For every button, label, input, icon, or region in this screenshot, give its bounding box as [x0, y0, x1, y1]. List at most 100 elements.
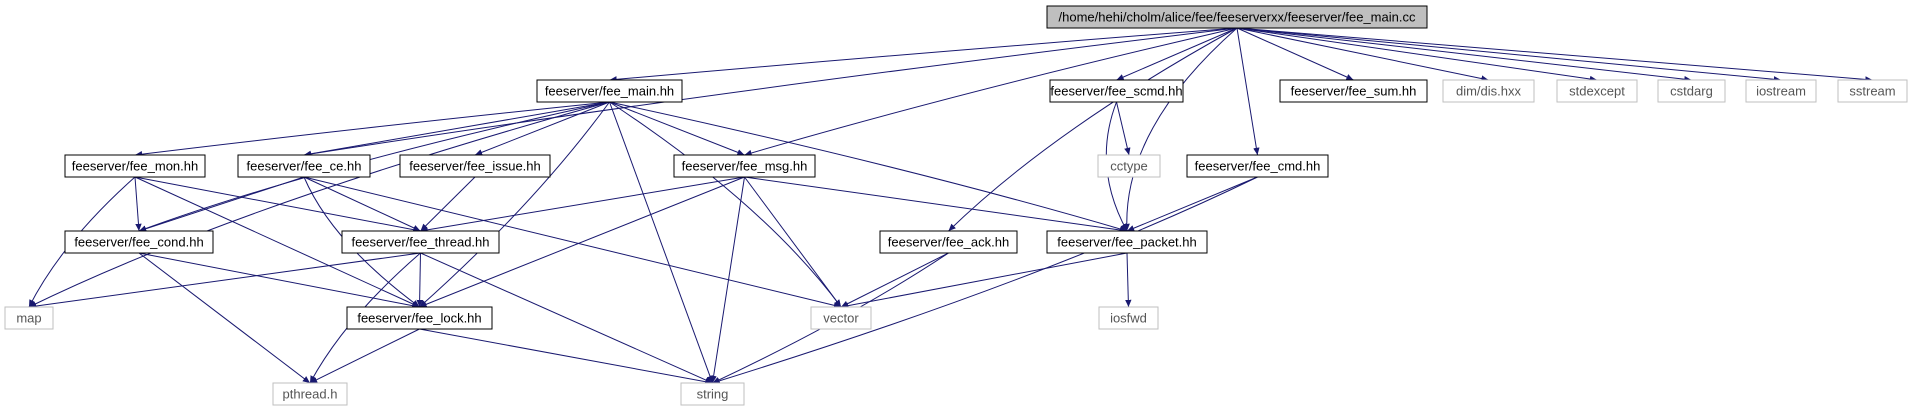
node-main_hh[interactable]: feeserver/fee_main.hh — [536, 79, 683, 103]
node-box-cstdarg — [1657, 79, 1726, 103]
node-label-cctype: cctype — [1110, 159, 1148, 174]
node-box-packet — [1046, 230, 1208, 254]
edge-root-to-dis — [1236, 27, 1489, 82]
node-box-scmd — [1049, 79, 1184, 103]
edge-ce-to-vector — [303, 176, 842, 309]
edge-cmd-to-packet — [1126, 176, 1258, 232]
node-iosfwd: iosfwd — [1098, 306, 1159, 330]
node-label-root: /home/hehi/cholm/alice/fee/feeserverxx/f… — [1059, 10, 1416, 25]
node-box-msg — [673, 154, 816, 178]
node-box-sstream — [1837, 79, 1908, 103]
edge-thread-to-string — [420, 252, 713, 384]
node-box-map — [4, 306, 54, 330]
node-box-mon — [64, 154, 206, 178]
node-box-ce — [237, 154, 371, 178]
node-packet[interactable]: feeserver/fee_packet.hh — [1046, 230, 1208, 254]
edge-root-to-cstdarg — [1236, 27, 1692, 83]
node-label-msg: feeserver/fee_msg.hh — [682, 159, 808, 174]
node-thread[interactable]: feeserver/fee_thread.hh — [341, 230, 500, 254]
node-lock[interactable]: feeserver/fee_lock.hh — [346, 306, 493, 330]
node-label-iosfwd: iosfwd — [1110, 311, 1147, 326]
edge-root-to-packet — [1123, 27, 1238, 232]
node-box-cond — [64, 230, 214, 254]
node-box-string — [680, 382, 745, 406]
node-box-ack — [879, 230, 1018, 254]
node-msg[interactable]: feeserver/fee_msg.hh — [673, 154, 816, 178]
edge-root-to-iostream — [1236, 27, 1782, 83]
node-label-cmd: feeserver/fee_cmd.hh — [1195, 159, 1321, 174]
edge-root-to-scmd — [1116, 27, 1238, 81]
node-sstream: sstream — [1837, 79, 1908, 103]
node-scmd[interactable]: feeserver/fee_scmd.hh — [1049, 79, 1184, 103]
edge-main_hh-to-map — [28, 101, 610, 308]
node-stdexcept: stdexcept — [1556, 79, 1638, 103]
node-label-iostream: iostream — [1756, 84, 1806, 99]
node-box-cmd — [1186, 154, 1329, 178]
edge-msg-to-packet — [744, 176, 1128, 234]
node-issue[interactable]: feeserver/fee_issue.hh — [399, 154, 551, 178]
edge-thread-to-lock — [416, 252, 423, 308]
edge-main_hh-to-ce — [303, 101, 610, 157]
node-label-ce: feeserver/fee_ce.hh — [247, 159, 362, 174]
node-map: map — [4, 306, 54, 330]
node-root[interactable]: /home/hehi/cholm/alice/fee/feeserverxx/f… — [1046, 5, 1428, 29]
node-box-issue — [399, 154, 551, 178]
nodes: /home/hehi/cholm/alice/fee/feeserverxx/f… — [4, 5, 1908, 406]
node-sum[interactable]: feeserver/fee_sum.hh — [1279, 79, 1428, 103]
node-cctype: cctype — [1097, 154, 1161, 178]
edge-cond-to-lock — [138, 252, 420, 309]
edge-main_hh-to-mon — [134, 101, 610, 158]
node-label-lock: feeserver/fee_lock.hh — [357, 311, 481, 326]
edge-lock-to-pthread — [309, 328, 420, 384]
node-label-map: map — [16, 311, 41, 326]
node-label-string: string — [697, 387, 729, 402]
edges — [28, 27, 1873, 385]
node-box-main_hh — [536, 79, 683, 103]
node-label-sstream: sstream — [1849, 84, 1895, 99]
node-box-sum — [1279, 79, 1428, 103]
node-ce[interactable]: feeserver/fee_ce.hh — [237, 154, 371, 178]
node-string: string — [680, 382, 745, 406]
node-pthread: pthread.h — [272, 382, 348, 406]
edge-lock-to-string — [419, 328, 713, 385]
node-label-stdexcept: stdexcept — [1569, 84, 1625, 99]
edge-ack-to-vector — [840, 252, 949, 308]
node-cstdarg: cstdarg — [1657, 79, 1726, 103]
node-box-pthread — [272, 382, 348, 406]
edge-main_hh-to-lock — [419, 101, 610, 308]
edge-packet-to-vector — [840, 252, 1128, 309]
node-dis: dim/dis.hxx — [1442, 79, 1535, 103]
edge-root-to-stdexcept — [1236, 27, 1598, 83]
node-box-iosfwd — [1098, 306, 1159, 330]
edge-main_hh-to-string — [609, 101, 714, 384]
node-label-packet: feeserver/fee_packet.hh — [1057, 235, 1196, 250]
edge-mon-to-thread — [134, 176, 421, 233]
edge-root-to-main_hh — [609, 27, 1238, 83]
node-label-mon: feeserver/fee_mon.hh — [72, 159, 198, 174]
edge-root-to-sum — [1236, 27, 1354, 81]
node-box-lock — [346, 306, 493, 330]
edge-cond-to-pthread — [138, 252, 311, 384]
node-label-main_hh: feeserver/fee_main.hh — [545, 84, 674, 99]
edge-main_hh-to-packet — [609, 101, 1128, 233]
node-box-vector — [810, 306, 872, 330]
node-mon[interactable]: feeserver/fee_mon.hh — [64, 154, 206, 178]
node-cmd[interactable]: feeserver/fee_cmd.hh — [1186, 154, 1329, 178]
node-box-iostream — [1745, 79, 1817, 103]
edge-issue-to-thread — [420, 176, 476, 232]
node-box-cctype — [1097, 154, 1161, 178]
edge-main_hh-to-vector — [609, 101, 842, 308]
edge-scmd-to-cctype — [1116, 101, 1131, 156]
node-box-root — [1046, 5, 1428, 29]
node-label-pthread: pthread.h — [283, 387, 338, 402]
node-label-vector: vector — [823, 311, 859, 326]
node-ack[interactable]: feeserver/fee_ack.hh — [879, 230, 1018, 254]
node-box-dis — [1442, 79, 1535, 103]
edge-msg-to-thread — [420, 176, 745, 233]
node-label-cond: feeserver/fee_cond.hh — [74, 235, 203, 250]
edge-packet-to-iosfwd — [1125, 252, 1132, 308]
node-label-cstdarg: cstdarg — [1670, 84, 1713, 99]
node-label-ack: feeserver/fee_ack.hh — [888, 235, 1009, 250]
node-cond[interactable]: feeserver/fee_cond.hh — [64, 230, 214, 254]
